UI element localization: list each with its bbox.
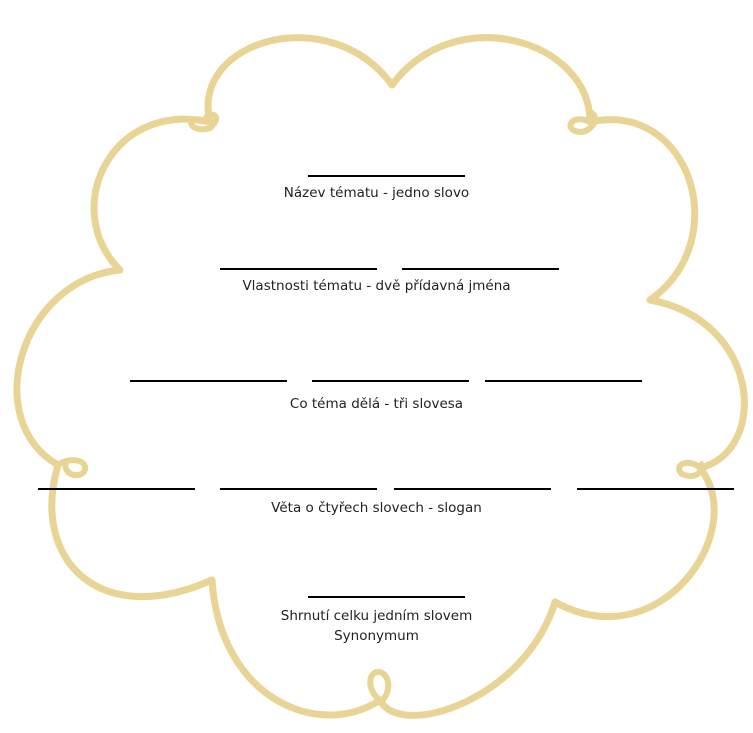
blank-line xyxy=(38,488,195,490)
cloud-shape xyxy=(13,34,748,719)
caption-sentence: Věta o čtyřech slovech - slogan xyxy=(271,500,482,516)
blank-line xyxy=(308,596,465,598)
caption-synonym: Synonymum xyxy=(334,628,419,644)
cloud-curl xyxy=(567,109,598,136)
cloud-curl xyxy=(56,457,88,479)
blank-line xyxy=(220,488,377,490)
blank-line xyxy=(130,380,287,382)
blank-line xyxy=(394,488,551,490)
cloud-curl xyxy=(188,111,220,133)
cloud-curl xyxy=(676,459,705,480)
caption-topic-name: Název tématu - jedno slovo xyxy=(283,185,470,201)
caption-summary: Shrnutí celku jedním slovem xyxy=(280,608,473,624)
blank-line xyxy=(312,380,469,382)
blank-line xyxy=(577,488,734,490)
caption-properties: Vlastnosti tématu - dvě přídavná jména xyxy=(242,278,511,294)
caption-actions: Co téma dělá - tři slovesa xyxy=(289,396,464,412)
blank-line xyxy=(220,268,377,270)
blank-line xyxy=(308,175,465,177)
cloud-curl xyxy=(367,668,392,705)
blank-line xyxy=(402,268,559,270)
blank-line xyxy=(485,380,642,382)
